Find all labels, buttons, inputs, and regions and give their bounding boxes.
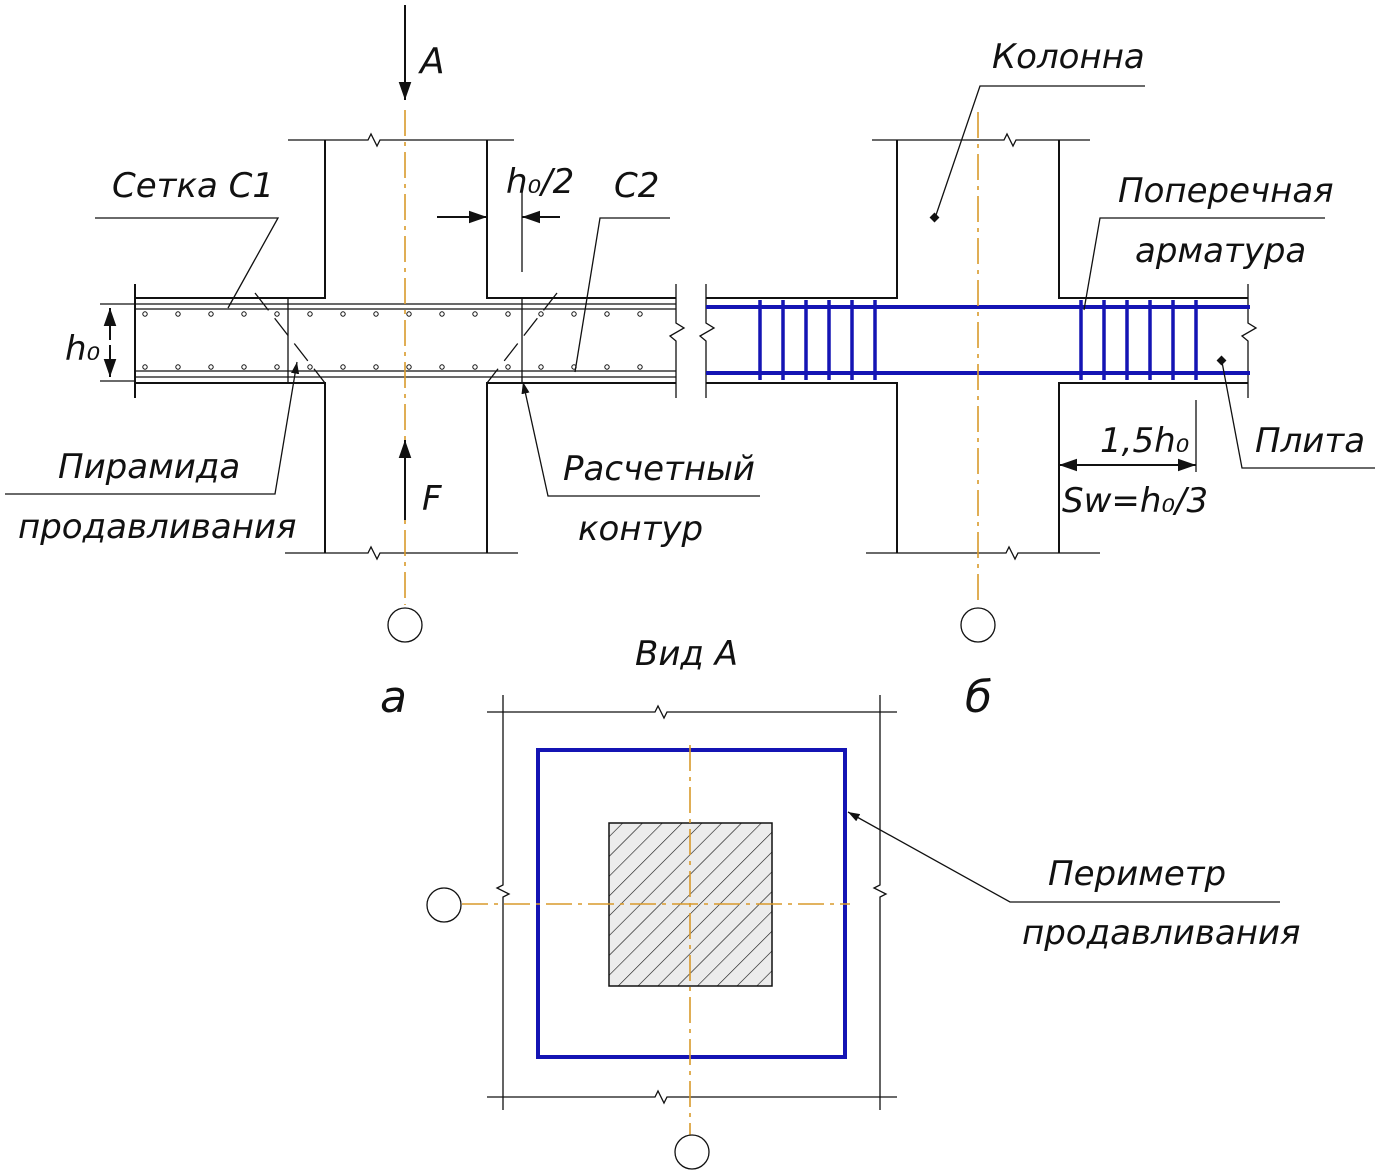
view-axis-marker-bottom — [674, 1134, 710, 1170]
column-b-top-break — [872, 132, 1090, 148]
rebar-dot — [406, 364, 412, 370]
section-label-a: A — [418, 41, 445, 82]
mesh-c2-leader — [574, 217, 670, 373]
contour-label-2: контур — [578, 509, 703, 549]
mesh-c2-label: С2 — [614, 166, 659, 206]
rebar-dot — [505, 364, 511, 370]
rebar-dot — [472, 311, 478, 317]
pyramid-line-left — [254, 292, 326, 384]
column-b-top-left-edge — [706, 140, 898, 299]
perimeter-label-2: продавливания — [1022, 913, 1300, 953]
rebar-dot — [604, 311, 610, 317]
perimeter-label-1: Периметр — [1048, 854, 1226, 894]
slab-right-break — [668, 284, 686, 398]
slab-b-left-break — [698, 284, 716, 398]
pyramid-line-right — [486, 292, 558, 384]
rebar-dot — [637, 311, 643, 317]
spacing-label: Sw=h₀/3 — [1062, 481, 1208, 521]
perimeter-leader — [847, 811, 1280, 903]
rebar-dot — [340, 364, 346, 370]
transverse-reinforcement — [758, 300, 1198, 380]
column-b-bottom-left-edge — [706, 382, 898, 553]
view-slab-top-edge — [487, 704, 897, 720]
rebar-dot — [439, 364, 445, 370]
dim-half-label: h₀/2 — [506, 162, 574, 202]
rebar-dot — [175, 311, 181, 317]
rebar-dot — [439, 311, 445, 317]
transverse-label-1: Поперечная — [1118, 171, 1334, 211]
axis-marker-a — [387, 607, 423, 643]
rebar-dot — [142, 364, 148, 370]
rebar-dot — [307, 364, 313, 370]
figure-b: Колонна Поперечная арматура 1,5h₀ Sw=h₀/… — [698, 37, 1375, 723]
dim-h0-label: h₀ — [65, 329, 101, 369]
force-label: F — [422, 479, 442, 519]
view-slab-right-edge — [872, 695, 888, 1110]
contour-leader — [521, 381, 760, 497]
column-top-right-edge — [486, 140, 676, 299]
column-b-top-right-edge — [1058, 140, 1248, 299]
rebar-dot — [604, 364, 610, 370]
figure-label-b: б — [965, 672, 992, 723]
view-slab-bottom-edge — [487, 1089, 897, 1105]
mesh-c1-label: Сетка С1 — [112, 166, 274, 206]
slab-label: Плита — [1255, 421, 1365, 461]
rebar-dot — [208, 364, 214, 370]
rebar-dot — [307, 311, 313, 317]
rebar-dot — [373, 311, 379, 317]
slab-leader-dot — [1216, 355, 1227, 366]
column-bottom-break-line — [285, 545, 518, 561]
contour-label-1: Расчетный — [563, 449, 755, 489]
rebar-dot — [175, 364, 181, 370]
column-label: Колонна — [992, 37, 1145, 77]
rebar-dot — [538, 311, 544, 317]
view-a-title: Вид А — [635, 634, 738, 674]
column-b-bottom-right-edge — [1058, 382, 1248, 553]
view-axis-marker-left — [426, 887, 462, 923]
rebar-dot — [208, 311, 214, 317]
rebar-dot — [274, 364, 280, 370]
view-a: Вид А Периметр продавливания — [426, 634, 1300, 1170]
column-top-break-line — [288, 132, 514, 148]
rebar-dot — [274, 311, 280, 317]
column-leader — [934, 85, 1145, 219]
transverse-label-2: арматура — [1135, 231, 1306, 271]
rebar-dot — [538, 364, 544, 370]
transverse-leader — [1083, 217, 1325, 311]
rebar-dot — [340, 311, 346, 317]
rebar-dot — [571, 311, 577, 317]
rebar-dot — [637, 364, 643, 370]
pyramid-leader — [5, 361, 300, 495]
view-slab-left-edge — [495, 695, 511, 1110]
rebar-dot — [142, 311, 148, 317]
rebar-dots — [142, 311, 643, 370]
rebar-dot — [406, 311, 412, 317]
column-b-bottom-break — [866, 545, 1100, 561]
rebar-dot — [241, 364, 247, 370]
mesh-c1-leader — [95, 217, 280, 309]
pyramid-label-1: Пирамида — [58, 447, 240, 487]
slab-leader — [1221, 361, 1375, 469]
rebar-dot — [373, 364, 379, 370]
rebar-dot — [241, 311, 247, 317]
figure-label-a: а — [380, 672, 407, 723]
figure-a: A F h₀/2 С2 Сетка С1 h₀ Пирамида продавл… — [5, 5, 760, 723]
slab-b-right-end — [1240, 284, 1258, 398]
rebar-dot — [472, 364, 478, 370]
dim-h0-extension — [100, 303, 135, 382]
axis-marker-b — [960, 607, 996, 643]
dim-15-label: 1,5h₀ — [1100, 421, 1190, 461]
rebar-dot — [505, 311, 511, 317]
pyramid-label-2: продавливания — [18, 507, 296, 547]
column-leader-dot — [929, 212, 940, 223]
column-top-left-edge — [135, 140, 326, 299]
